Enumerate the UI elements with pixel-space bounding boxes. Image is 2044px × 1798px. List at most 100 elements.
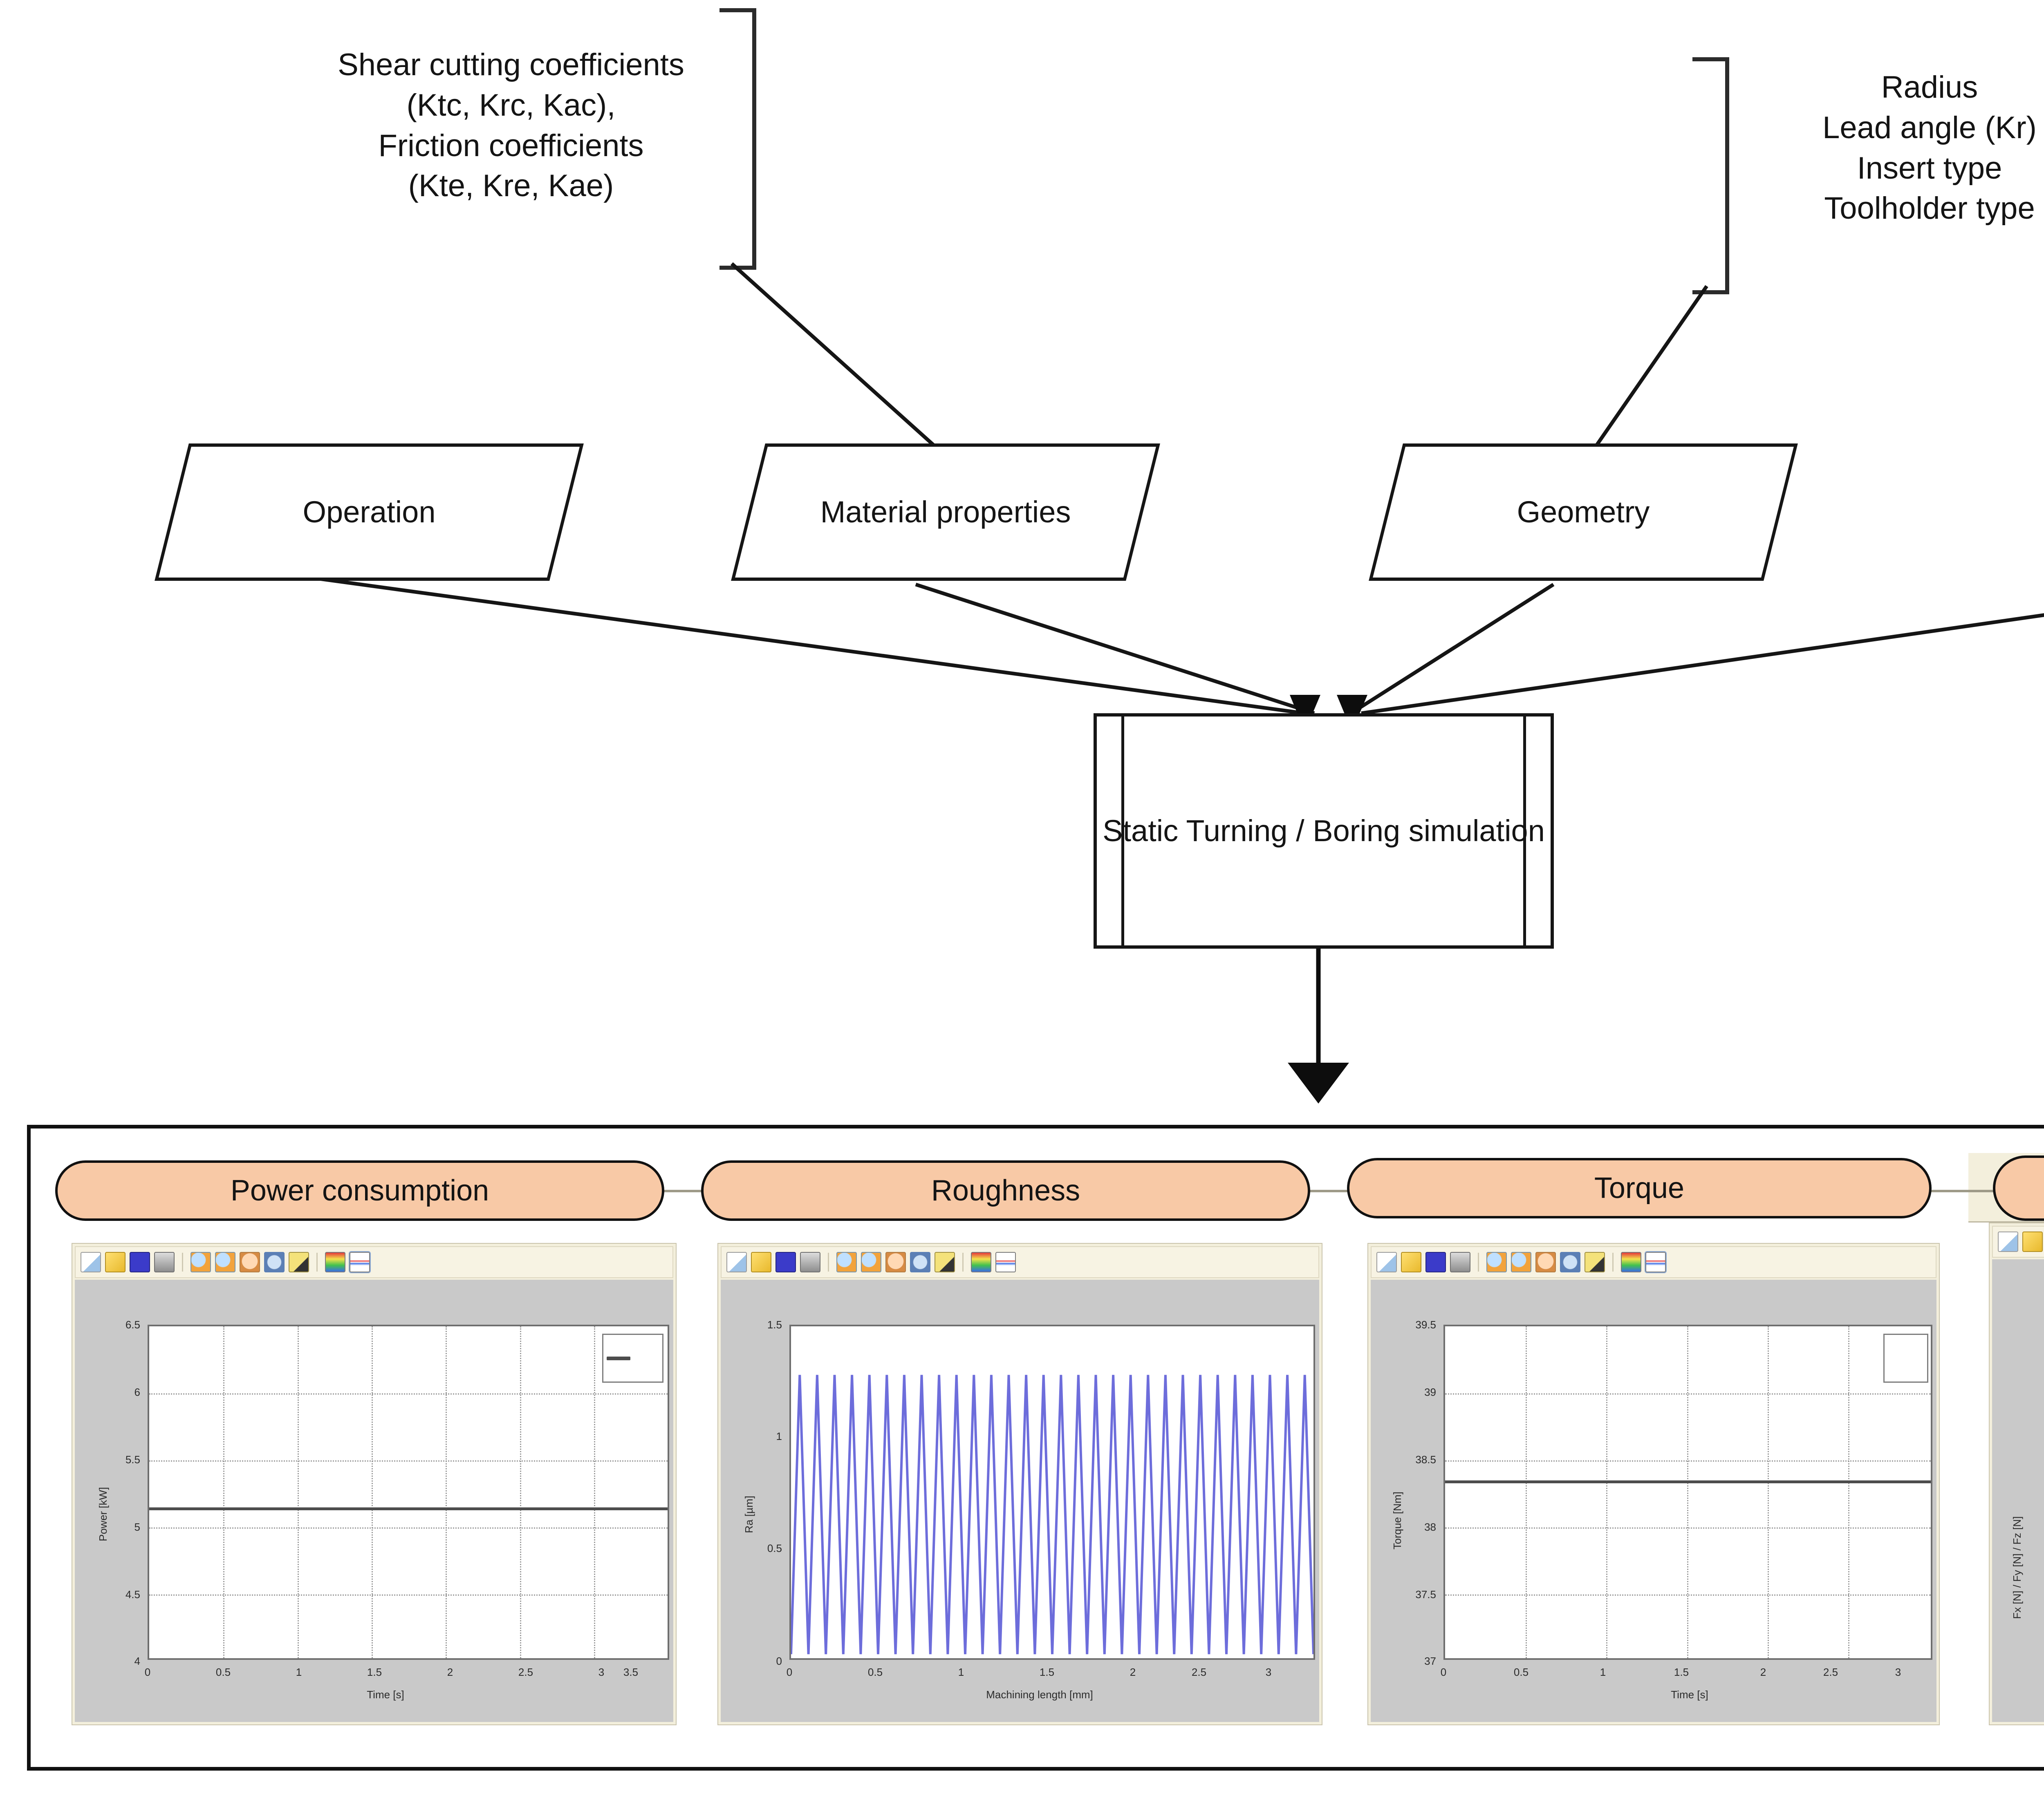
toolbar-separator: [316, 1253, 318, 1272]
axis-label-x-torque: Time [s]: [1671, 1688, 1708, 1701]
series-torque: [1445, 1480, 1931, 1483]
gridline-h: [149, 1393, 668, 1395]
pan-icon[interactable]: [1535, 1252, 1556, 1272]
pan-icon[interactable]: [885, 1252, 906, 1272]
y-tick: 5.5: [125, 1453, 140, 1466]
axis-label-y-roughness: Ra [µm]: [743, 1496, 755, 1533]
rotate-3d-icon[interactable]: [910, 1252, 930, 1272]
input-node-geometry[interactable]: Geometry: [1369, 443, 1798, 581]
zoom-out-icon[interactable]: [861, 1252, 881, 1272]
x-tick: 3: [1895, 1666, 1901, 1678]
rotate-3d-icon[interactable]: [1560, 1252, 1580, 1272]
y-tick: 300: [2017, 1585, 2044, 1598]
x-tick: 0.5: [215, 1666, 231, 1678]
figure-toolbar-roughness[interactable]: [721, 1246, 1319, 1278]
gridline-v: [371, 1326, 373, 1658]
result-title-torque[interactable]: Torque: [1347, 1158, 1932, 1218]
y-tick: 1.5: [767, 1319, 782, 1331]
zoom-in-icon[interactable]: [191, 1252, 211, 1272]
data-cursor-icon[interactable]: [1585, 1252, 1605, 1272]
geometry-annotation-text: Radius Lead angle (Kr) Insert type Toolh…: [1822, 70, 2037, 226]
rotate-3d-icon[interactable]: [264, 1252, 285, 1272]
input-node-operation[interactable]: Operation: [155, 443, 584, 581]
series-roughness: [791, 1375, 1313, 1655]
print-icon[interactable]: [1450, 1252, 1470, 1272]
save-icon[interactable]: [130, 1252, 150, 1272]
colorbar-icon[interactable]: [971, 1252, 991, 1272]
y-tick: 4: [134, 1655, 140, 1667]
y-tick: 37: [1424, 1655, 1436, 1667]
legend-torque[interactable]: [1883, 1334, 1928, 1383]
zoom-out-icon[interactable]: [1511, 1252, 1531, 1272]
open-file-icon[interactable]: [1401, 1252, 1421, 1272]
new-figure-icon[interactable]: [1998, 1232, 2018, 1252]
figure-panel-roughness[interactable]: Ra [µm] 1.5 1 0.5 0 0 0.5 1 1.5 2 2.5 3 …: [717, 1243, 1322, 1725]
data-cursor-icon[interactable]: [935, 1252, 955, 1272]
x-tick: 1.5: [1039, 1666, 1055, 1678]
figure-toolbar-forces[interactable]: [1992, 1226, 2044, 1258]
result-title-forces[interactable]: Forces: [1993, 1155, 2044, 1221]
legend-icon[interactable]: [1645, 1251, 1667, 1273]
zoom-out-icon[interactable]: [215, 1252, 235, 1272]
figure-panel-power[interactable]: Power [kW] 6.5 6 5.5 5 4.5 4: [72, 1243, 677, 1725]
geometry-annotation-bracket: [1692, 57, 1729, 294]
x-tick: 0.5: [1513, 1666, 1529, 1678]
open-file-icon[interactable]: [2022, 1232, 2043, 1252]
print-icon[interactable]: [154, 1252, 175, 1272]
plot-area-torque: [1443, 1325, 1932, 1660]
figure-toolbar-torque[interactable]: [1371, 1246, 1936, 1278]
legend-icon[interactable]: [995, 1252, 1016, 1272]
figure-canvas-forces: Fx [N] / Fy [N] / Fz [N] 800 700 600 500…: [1992, 1259, 2044, 1722]
process-right-bar: [1523, 717, 1526, 945]
gridline-h: [149, 1594, 668, 1596]
colorbar-icon[interactable]: [325, 1252, 345, 1272]
gridline-v: [446, 1326, 447, 1658]
save-icon[interactable]: [775, 1252, 796, 1272]
y-tick: 5: [134, 1521, 140, 1533]
colorbar-icon[interactable]: [1621, 1252, 1641, 1272]
x-tick: 3: [598, 1666, 605, 1678]
x-tick: 2.5: [1823, 1666, 1838, 1678]
legend-power[interactable]: [602, 1334, 663, 1383]
result-title-power[interactable]: Power consumption: [55, 1160, 664, 1221]
new-figure-icon[interactable]: [1376, 1252, 1397, 1272]
results-frame: Power [kW] 6.5 6 5.5 5 4.5 4: [27, 1125, 2044, 1771]
input-node-material-properties[interactable]: Material properties: [731, 443, 1160, 581]
figure-canvas-torque: Torque [Nm] 39.5 39 38.5 38 37.5 37: [1371, 1280, 1936, 1722]
diagram-connectors: [286, 262, 2044, 1104]
print-icon[interactable]: [800, 1252, 820, 1272]
new-figure-icon[interactable]: [81, 1252, 101, 1272]
x-tick: 1.5: [367, 1666, 382, 1678]
material-annotation-text: Shear cutting coefficients (Ktc, Krc, Ka…: [338, 47, 684, 204]
zoom-in-icon[interactable]: [836, 1252, 857, 1272]
x-tick: 0.5: [867, 1666, 883, 1678]
toolbar-separator: [182, 1253, 183, 1272]
data-cursor-icon[interactable]: [289, 1252, 309, 1272]
toolbar-separator: [962, 1253, 964, 1272]
new-figure-icon[interactable]: [726, 1252, 747, 1272]
figure-panel-forces[interactable]: Fx [N] / Fy [N] / Fz [N] 800 700 600 500…: [1989, 1223, 2044, 1725]
figure-canvas-power: Power [kW] 6.5 6 5.5 5 4.5 4: [75, 1280, 673, 1722]
figure-panel-torque[interactable]: Torque [Nm] 39.5 39 38.5 38 37.5 37: [1367, 1243, 1940, 1725]
plot-area-power: [148, 1325, 669, 1660]
input-node-operation-label: Operation: [303, 495, 436, 529]
zoom-in-icon[interactable]: [1486, 1252, 1507, 1272]
gridline-v: [520, 1326, 521, 1658]
legend-icon[interactable]: [349, 1251, 371, 1273]
open-file-icon[interactable]: [751, 1252, 771, 1272]
input-node-material-properties-label: Material properties: [820, 495, 1071, 529]
gridline-v: [223, 1326, 225, 1658]
pan-icon[interactable]: [240, 1252, 260, 1272]
x-tick: 1.5: [1674, 1666, 1689, 1678]
y-tick: 0.5: [767, 1542, 782, 1554]
pill-connector: [1923, 1190, 2005, 1192]
figure-toolbar-power[interactable]: [75, 1246, 673, 1278]
figure-canvas-roughness: Ra [µm] 1.5 1 0.5 0 0 0.5 1 1.5 2 2.5 3 …: [721, 1280, 1319, 1722]
result-title-roughness[interactable]: Roughness: [701, 1160, 1310, 1221]
save-icon[interactable]: [1425, 1252, 1446, 1272]
x-tick: 2: [1130, 1666, 1136, 1678]
open-file-icon[interactable]: [105, 1252, 126, 1272]
gridline-v: [1606, 1326, 1608, 1658]
process-node-simulation[interactable]: Static Turning / Boring simulation: [1094, 713, 1554, 949]
legend-swatch: [607, 1356, 630, 1360]
